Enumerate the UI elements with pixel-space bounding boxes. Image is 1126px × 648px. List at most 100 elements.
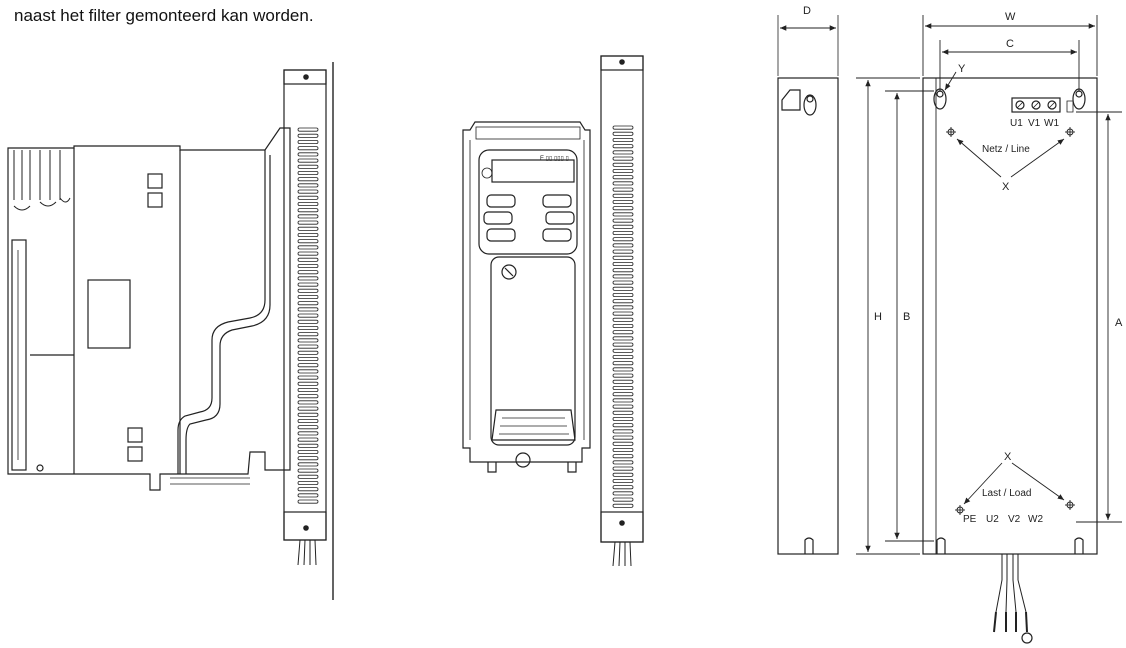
svg-text:E ▯▯ ▯▯▯ ▯: E ▯▯ ▯▯▯ ▯ (540, 156, 569, 162)
vent-slot (297, 418, 319, 423)
vent-slot (297, 313, 319, 318)
vent-slot (297, 226, 319, 231)
label-D: D (803, 5, 811, 17)
vent-slot (612, 249, 634, 254)
drive-side-view (7, 62, 334, 600)
vent-slot (297, 487, 319, 492)
vent-slot (612, 330, 634, 335)
label-A: A (1115, 317, 1123, 329)
vent-slot (612, 299, 634, 304)
vent-slot (297, 356, 319, 361)
vent-slot (612, 342, 634, 347)
label-W: W (1005, 11, 1016, 23)
vent-slot (297, 239, 319, 244)
vent-slot (297, 319, 319, 324)
vent-slot (612, 206, 634, 211)
vent-slot (297, 456, 319, 461)
vent-slot (297, 189, 319, 194)
vent-slot (297, 400, 319, 405)
vent-slot (612, 454, 634, 459)
vent-slot (612, 286, 634, 291)
vent-slot (612, 212, 634, 217)
vent-slot (612, 175, 634, 180)
vent-slot (297, 406, 319, 411)
vent-slot (612, 144, 634, 149)
vent-slot (297, 307, 319, 312)
vent-slot (297, 232, 319, 237)
vent-slot (612, 379, 634, 384)
vent-slot (612, 317, 634, 322)
vent-slot (612, 485, 634, 490)
vent-slot (297, 425, 319, 430)
vent-slot (612, 218, 634, 223)
label-netz-line: Netz / Line (982, 144, 1030, 155)
label-terminal-U1: U1 (1010, 118, 1023, 129)
vent-slot (612, 466, 634, 471)
vent-slot (297, 164, 319, 169)
vent-slot (297, 375, 319, 380)
vent-slot (612, 280, 634, 285)
vent-slot (297, 325, 319, 330)
vent-slot (297, 449, 319, 454)
vent-slot (297, 394, 319, 399)
vent-slot (297, 288, 319, 293)
vent-slot (612, 199, 634, 204)
vent-slot (612, 385, 634, 390)
vent-slot (297, 251, 319, 256)
label-B: B (903, 311, 910, 323)
vent-slot (612, 268, 634, 273)
label-terminal-U2: U2 (986, 514, 999, 525)
vent-slot (297, 146, 319, 151)
label-terminal-W1: W1 (1044, 118, 1059, 129)
vent-slot (612, 292, 634, 297)
vent-slot (612, 224, 634, 229)
vent-slot (297, 474, 319, 479)
vent-slot (612, 441, 634, 446)
vent-slot (612, 131, 634, 136)
label-Y: Y (958, 63, 966, 75)
vent-slot (612, 491, 634, 496)
vent-slot (297, 350, 319, 355)
vent-slot (297, 301, 319, 306)
vent-slot (297, 437, 319, 442)
vent-slot (297, 276, 319, 281)
vent-slot (297, 139, 319, 144)
vent-slot (612, 503, 634, 508)
label-C: C (1006, 38, 1014, 50)
vent-slot (612, 410, 634, 415)
vent-slot (612, 354, 634, 359)
vent-slot (612, 348, 634, 353)
vent-slot (612, 373, 634, 378)
vent-slot (612, 237, 634, 242)
vent-slot (612, 305, 634, 310)
vent-slot (297, 462, 319, 467)
side-dimension-view (777, 15, 839, 555)
dimension-lines (856, 15, 1122, 555)
vent-slot (297, 133, 319, 138)
vent-slot (612, 472, 634, 477)
vent-slot (297, 387, 319, 392)
label-terminal-V2: V2 (1008, 514, 1021, 525)
vent-slot (612, 193, 634, 198)
vent-slot (297, 158, 319, 163)
label-last-load: Last / Load (982, 488, 1031, 499)
caption-text: naast het filter gemonteerd kan worden. (14, 6, 314, 25)
vent-slot (297, 214, 319, 219)
vent-slot (612, 478, 634, 483)
vent-slot (297, 363, 319, 368)
vent-slot (297, 480, 319, 485)
vent-slot (297, 195, 319, 200)
vent-slot (612, 150, 634, 155)
label-H: H (874, 311, 882, 323)
vent-slot (612, 137, 634, 142)
vent-slot (297, 177, 319, 182)
vent-slot (612, 187, 634, 192)
vent-slot (297, 183, 319, 188)
vent-slot (612, 230, 634, 235)
vent-slot (612, 261, 634, 266)
vent-slot (612, 404, 634, 409)
vent-slot (612, 323, 634, 328)
front-dimension-view (922, 77, 1098, 644)
vent-slot (612, 274, 634, 279)
vent-slot (612, 361, 634, 366)
